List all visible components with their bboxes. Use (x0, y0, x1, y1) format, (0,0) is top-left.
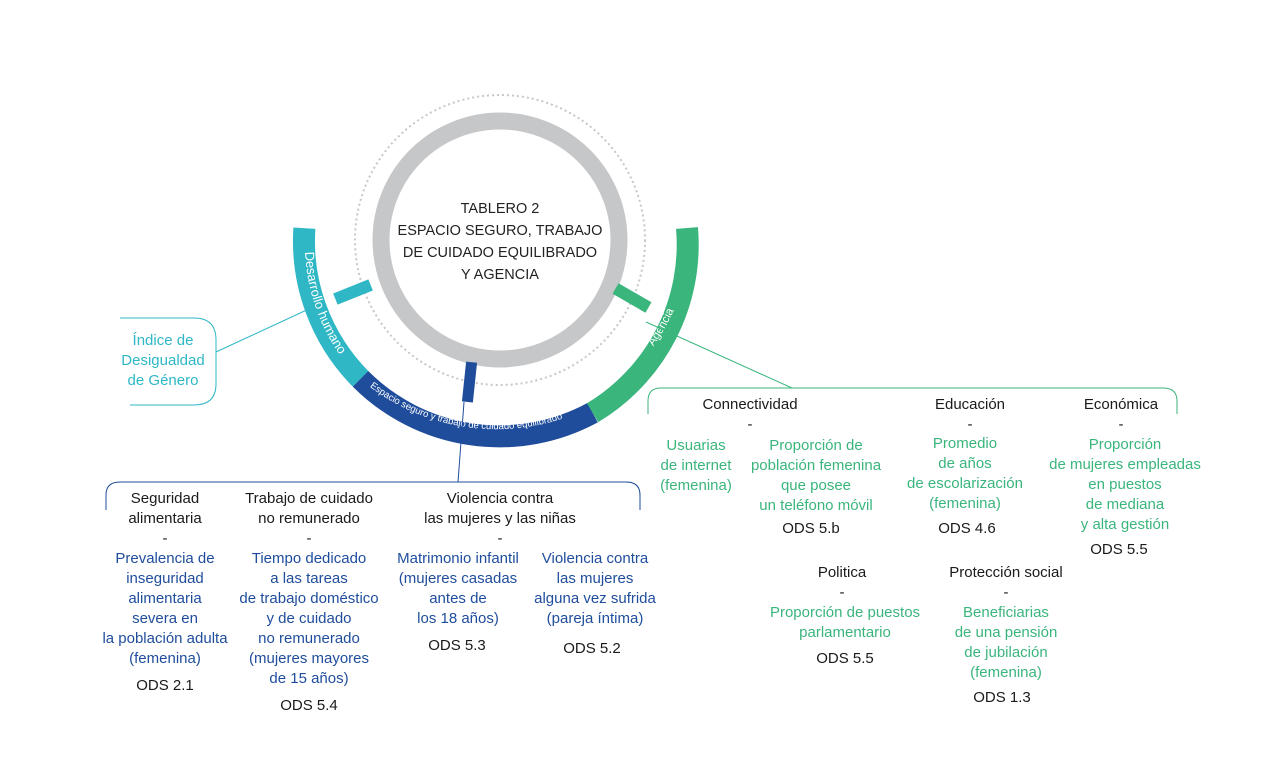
child-marriage-indicator: Matrimonio infantil (mujeres casadas ant… (397, 550, 519, 627)
schooling-indicator: Promedio de años de escolarización (feme… (907, 435, 1023, 512)
agency-connector-line (645, 321, 793, 389)
index-box-outline (120, 317, 217, 406)
food-security-title: Seguridad alimentaria - (128, 490, 202, 547)
title-line: DE CUIDADO EQUILIBRADO (402, 245, 598, 261)
pension-indicator: Beneficiarias de una pensión de jubilaci… (954, 604, 1058, 681)
partner-violence-ods: ODS 5.2 (563, 640, 621, 657)
agency-arc (586, 227, 699, 423)
safe-connector-bar (461, 361, 478, 403)
political-title: Politica - (817, 564, 867, 601)
political-ods: ODS 5.5 (816, 650, 874, 667)
mobile-phone-indicator: Proporción de población femenina que pos… (750, 437, 882, 514)
food-security-ods: ODS 2.1 (136, 677, 194, 694)
safe-connector-line (457, 401, 465, 483)
connectivity-ods: ODS 5.b (782, 520, 840, 537)
title-line: Y AGENCIA (461, 267, 539, 283)
violence-title: Violencia contra las mujeres y las niñas… (424, 490, 576, 547)
economic-title: Económica - (1083, 396, 1159, 433)
education-ods: ODS 4.6 (938, 520, 996, 537)
title-line: TABLERO 2 (460, 201, 540, 217)
parliament-seats-indicator: Proporción de puestos parlamentario (769, 604, 921, 641)
safe-space-bracket (105, 481, 641, 510)
food-security-indicator: Prevalencia de inseguridad alimentaria s… (102, 550, 228, 667)
economic-ods: ODS 5.5 (1090, 541, 1148, 558)
agency-connector-bar (612, 283, 652, 313)
education-title: Educación - (934, 396, 1006, 433)
title-line: ESPACIO SEGURO, TRABAJO (397, 223, 603, 239)
dashboard-title: TABLERO 2 ESPACIO SEGURO, TRABAJO DE CUI… (395, 198, 605, 286)
human-connector-bar (333, 279, 373, 305)
unpaid-care-ods: ODS 5.4 (280, 697, 338, 714)
human-development-arc (292, 227, 369, 387)
unpaid-care-indicator: Tiempo dedicado a las tareas de trabajo … (239, 550, 379, 687)
management-positions-indicator: Proporción de mujeres empleadas en puest… (1049, 436, 1201, 533)
index-connector-line (215, 307, 312, 353)
inner-gray-ring (372, 112, 628, 368)
social-protection-title: Protección social - (949, 564, 1063, 601)
connectivity-title: Connectividad - (702, 396, 798, 433)
social-protection-ods: ODS 1.3 (973, 689, 1031, 706)
outer-dotted-ring (354, 94, 646, 386)
gender-inequality-index: Índice de Desigualdad de Género (121, 332, 205, 389)
internet-users-indicator: Usuarias de internet (femenina) (660, 437, 732, 494)
partner-violence-indicator: Violencia contra las mujeres alguna vez … (534, 550, 656, 627)
child-marriage-ods: ODS 5.3 (428, 637, 486, 654)
unpaid-care-title: Trabajo de cuidado no remunerado - (245, 490, 373, 547)
agency-bracket (647, 387, 1178, 414)
safe-space-arc (352, 370, 598, 448)
